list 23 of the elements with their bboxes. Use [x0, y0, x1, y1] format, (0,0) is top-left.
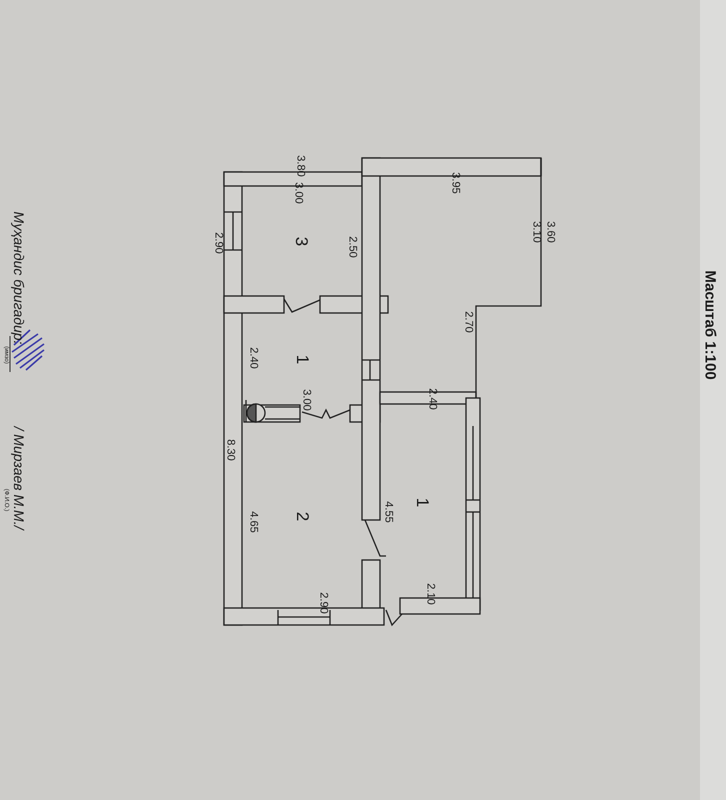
dimension-label: 2.90 — [212, 232, 224, 254]
scale-note: Масштаб 1:100 — [702, 270, 718, 380]
dimension-label: 2.50 — [346, 236, 358, 258]
dimension-label: 3.95 — [450, 172, 460, 194]
room-number: 1 — [414, 497, 432, 507]
room-number: 2 — [294, 511, 312, 521]
dimension-label: 3.60 — [544, 221, 556, 243]
signature-line-text: / Мирзаев М.М./ — [12, 426, 26, 530]
room-number: 1 — [294, 354, 312, 364]
dimension-label: 2.90 — [318, 592, 328, 614]
dimension-label: 2.10 — [424, 583, 436, 605]
dimension-label: 3.00 — [292, 182, 304, 204]
dimension-label: 8.30 — [224, 439, 236, 461]
dimension-label: 3.10 — [530, 221, 542, 243]
dimension-label: 4.55 — [382, 501, 394, 523]
room-number: 3 — [294, 236, 310, 246]
dimension-label: 2.70 — [462, 311, 474, 333]
dimension-label: 3.80 — [294, 155, 306, 177]
dimension-label: 4.65 — [248, 511, 258, 533]
signature-line-text: Муҳандис бригадир: — [12, 212, 26, 344]
dimension-label: 3.00 — [300, 389, 312, 411]
dimension-label: 2.40 — [248, 347, 258, 369]
dimension-label: 2.40 — [426, 388, 438, 410]
